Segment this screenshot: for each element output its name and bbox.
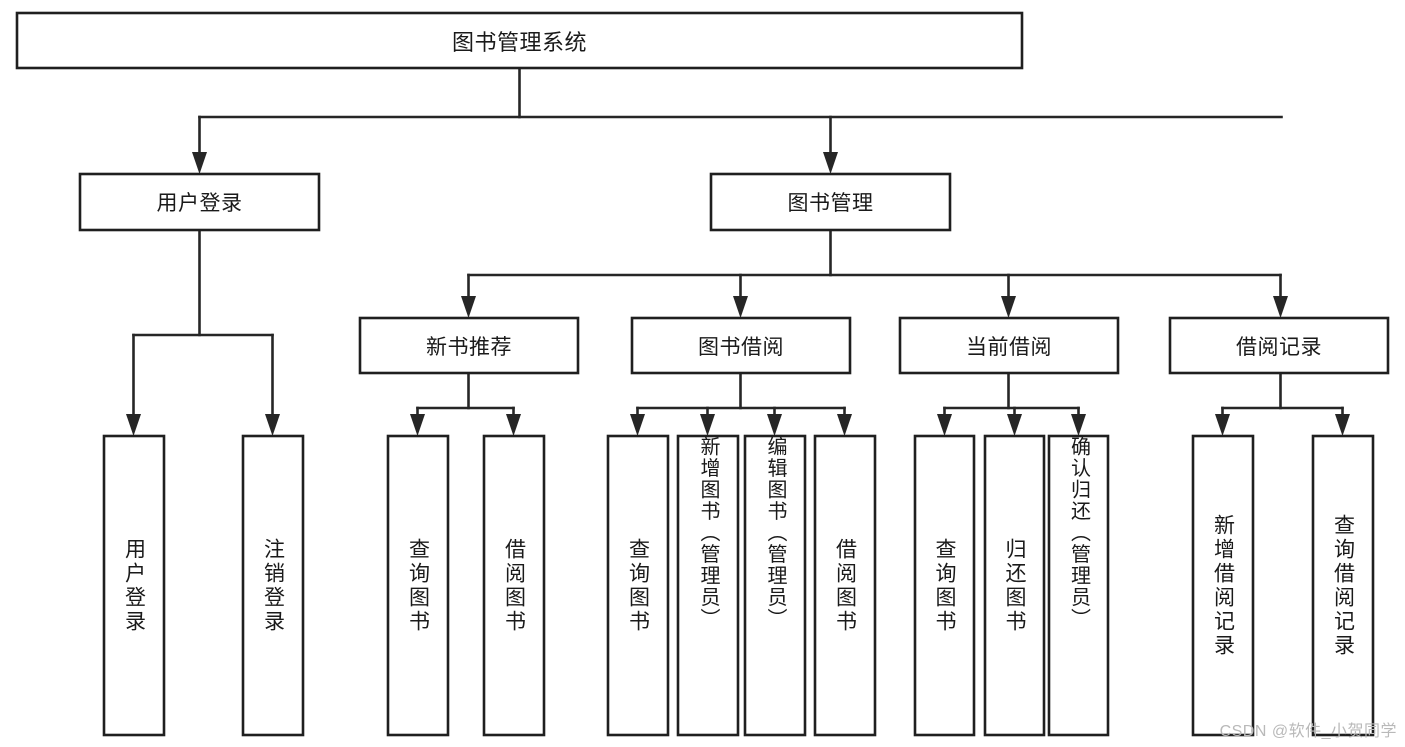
node-box-current-borrow[interactable] bbox=[898, 316, 1120, 375]
node-box-leaf-return-book[interactable] bbox=[983, 434, 1046, 737]
node-box-leaf-confirm-return[interactable] bbox=[1047, 434, 1110, 737]
connector-borrow-record-to-leaves bbox=[1215, 371, 1350, 436]
node-box-leaf-query-book-1[interactable] bbox=[386, 434, 450, 737]
connector-user-login-to-leaves bbox=[126, 228, 280, 436]
connector-book-borrow-to-leaves bbox=[630, 371, 852, 436]
connector-book-manage-to-level3 bbox=[461, 228, 1288, 318]
node-box-book-borrow[interactable] bbox=[630, 316, 852, 375]
csdn-watermark: CSDN @软件_小贺同学 bbox=[1219, 723, 1397, 740]
node-box-leaf-query-book-3[interactable] bbox=[913, 434, 976, 737]
node-box-leaf-edit-book[interactable] bbox=[743, 434, 807, 737]
node-box-root[interactable] bbox=[15, 11, 1024, 70]
node-box-new-book-recommend[interactable] bbox=[358, 316, 580, 375]
node-box-leaf-query-record[interactable] bbox=[1311, 434, 1375, 737]
node-box-leaf-add-record[interactable] bbox=[1191, 434, 1255, 737]
node-box-leaf-user-logout[interactable] bbox=[241, 434, 305, 737]
node-box-borrow-record[interactable] bbox=[1168, 316, 1390, 375]
connector-new-book-recommend-to-leaves bbox=[410, 371, 521, 436]
node-box-leaf-borrow-book-1[interactable] bbox=[482, 434, 546, 737]
connector-current-borrow-to-leaves bbox=[937, 371, 1086, 436]
node-box-leaf-query-book-2[interactable] bbox=[606, 434, 670, 737]
node-box-user-login[interactable] bbox=[78, 172, 321, 232]
node-box-book-manage[interactable] bbox=[709, 172, 952, 232]
node-box-leaf-add-book[interactable] bbox=[676, 434, 740, 737]
node-box-leaf-borrow-book-2[interactable] bbox=[813, 434, 877, 737]
connector-root-to-level2 bbox=[192, 66, 1283, 174]
node-box-leaf-user-login[interactable] bbox=[102, 434, 166, 737]
